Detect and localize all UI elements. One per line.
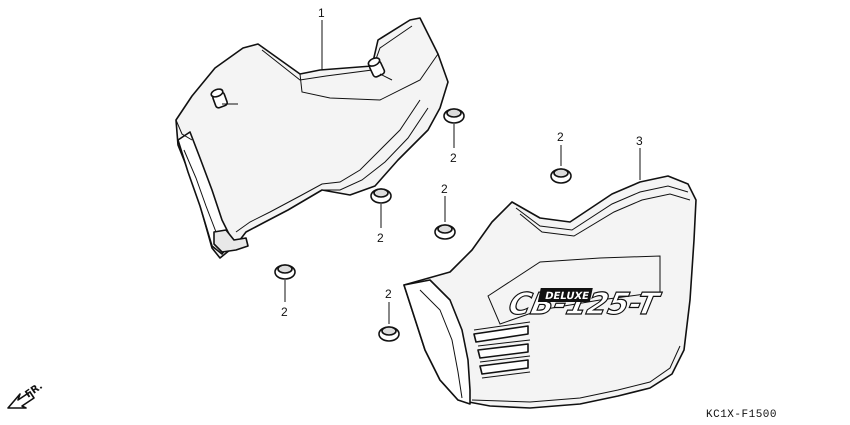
mounting-pin-upper bbox=[367, 57, 393, 81]
callout-3: 3 bbox=[636, 134, 643, 148]
callout-2-e: 2 bbox=[557, 130, 564, 144]
grommet-1 bbox=[443, 108, 465, 148]
front-direction-arrow: FR. bbox=[7, 381, 45, 409]
callout-2-f: 2 bbox=[385, 287, 392, 301]
callout-2-b: 2 bbox=[377, 231, 384, 245]
callout-2-d: 2 bbox=[281, 305, 288, 319]
svg-text:DELUXE: DELUXE bbox=[544, 291, 590, 302]
grommet-2 bbox=[370, 188, 392, 228]
grommet-4 bbox=[274, 264, 296, 302]
grommet-3 bbox=[434, 196, 456, 240]
mounting-pin-lower bbox=[210, 88, 238, 109]
grommet-5 bbox=[550, 145, 572, 184]
callout-1: 1 bbox=[318, 6, 325, 20]
callout-2-a: 2 bbox=[450, 151, 457, 165]
grommet-6 bbox=[378, 302, 400, 342]
figure-code: KC1X-F1500 bbox=[706, 409, 777, 421]
side-cover-right-part: CB-125-T DELUXE bbox=[403, 148, 697, 409]
deluxe-badge: DELUXE bbox=[537, 288, 593, 302]
callout-2-c: 2 bbox=[441, 182, 448, 196]
side-cover-left-part bbox=[175, 17, 449, 259]
